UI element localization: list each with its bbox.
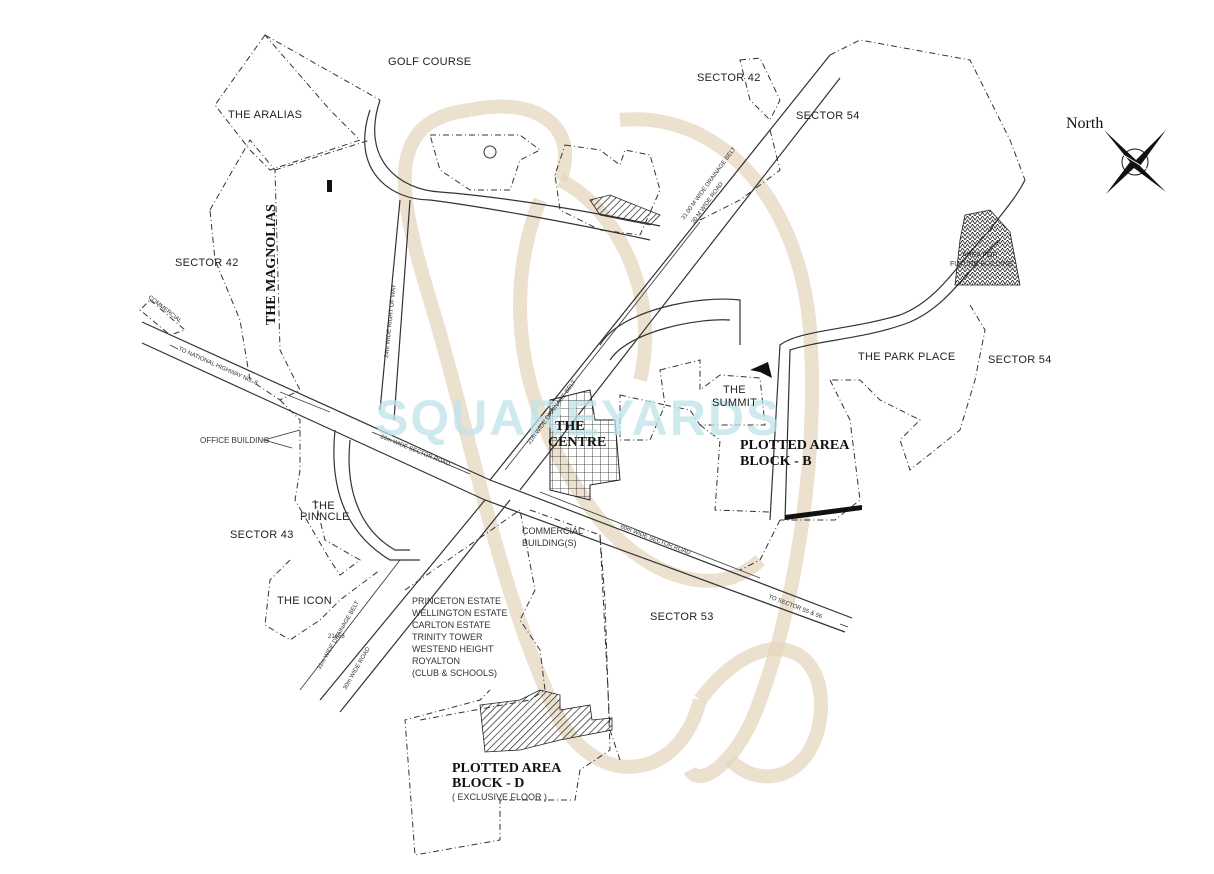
icon-label: THE ICON <box>277 595 332 607</box>
sector54-right-label: SECTOR 54 <box>988 354 1052 366</box>
estate-item: WELLINGTON ESTATE <box>412 608 508 618</box>
sector42-top-label: SECTOR 42 <box>697 72 761 84</box>
plotted-b-line1: PLOTTED AREA <box>740 438 850 453</box>
commercial-buildings-line1: COMMERCIAL <box>522 526 583 536</box>
sector43-label: SECTOR 43 <box>230 529 294 541</box>
office-building-label: OFFICE BUILDING <box>200 436 269 445</box>
park-place-label: THE PARK PLACE <box>858 351 956 363</box>
centre-label-line1: THE <box>555 419 585 434</box>
summit-label-line2: SUMMIT <box>712 397 757 409</box>
estate-item: CARLTON ESTATE <box>412 620 490 630</box>
lower-num-label: 21453 <box>328 634 345 640</box>
estate-item: WESTEND HEIGHT <box>412 644 494 654</box>
sector54-top-label: SECTOR 54 <box>796 110 860 122</box>
summit-label-line1: THE <box>723 384 746 396</box>
to-nh8-label: TO NATIONAL HIGHWAY NO. 8 <box>177 346 259 387</box>
brand-watermark: SQUAREYARDS <box>375 390 781 446</box>
golf-course-label: GOLF COURSE <box>388 56 471 68</box>
magnolias-label: THE MAGNOLIAS <box>264 204 279 325</box>
compass-rose <box>1104 130 1166 194</box>
commercial-buildings-line2: BUILDING(S) <box>522 538 577 548</box>
future-building-line2: FUTURE BUILDING <box>950 261 1013 268</box>
estate-item: ROYALTON <box>412 656 460 666</box>
south-west-road <box>299 499 511 713</box>
pinnacle-label-line1: THE <box>312 500 335 512</box>
lower-road-label: 30m WIDE ROAD <box>343 646 373 691</box>
watermark-rings <box>397 99 828 784</box>
future-building-line1: AREA FOR <box>962 252 997 259</box>
left-curve-road <box>333 429 420 561</box>
hatched-areas <box>327 180 1021 753</box>
plotted-d-line3: ( EXCLUSIVE FLOOR ) <box>452 792 547 802</box>
estate-item: PRINCETON ESTATE <box>412 596 501 606</box>
sector53-label: SECTOR 53 <box>650 611 714 623</box>
north-label: North <box>1066 115 1103 132</box>
sector-road-60m <box>141 321 853 633</box>
right-of-way-road <box>364 99 661 421</box>
sector42-left-label: SECTOR 42 <box>175 257 239 269</box>
plotted-b-line2: BLOCK - B <box>740 454 812 469</box>
right-of-way-label: 24m WIDE RIGHT OF WAY <box>384 284 398 358</box>
plot-boundaries <box>139 34 1026 856</box>
centre-label-line2: CENTRE <box>548 435 606 450</box>
estate-item: (CLUB & SCHOOLS) <box>412 668 497 678</box>
aralias-label: THE ARALIAS <box>228 109 302 121</box>
plotted-d-line2: BLOCK - D <box>452 776 524 791</box>
plotted-d-line1: PLOTTED AREA <box>452 761 562 776</box>
estate-item: TRINITY TOWER <box>412 632 483 642</box>
estates-list: PRINCETON ESTATE WELLINGTON ESTATE CARLT… <box>412 596 508 678</box>
commercial-small-label: COMMERCIAL <box>147 295 183 325</box>
pinnacle-label-line2: PINNCLE <box>300 511 350 523</box>
drainage-belt-line1: 31.00 M WIDE DRAINAGE BELT <box>681 146 738 221</box>
